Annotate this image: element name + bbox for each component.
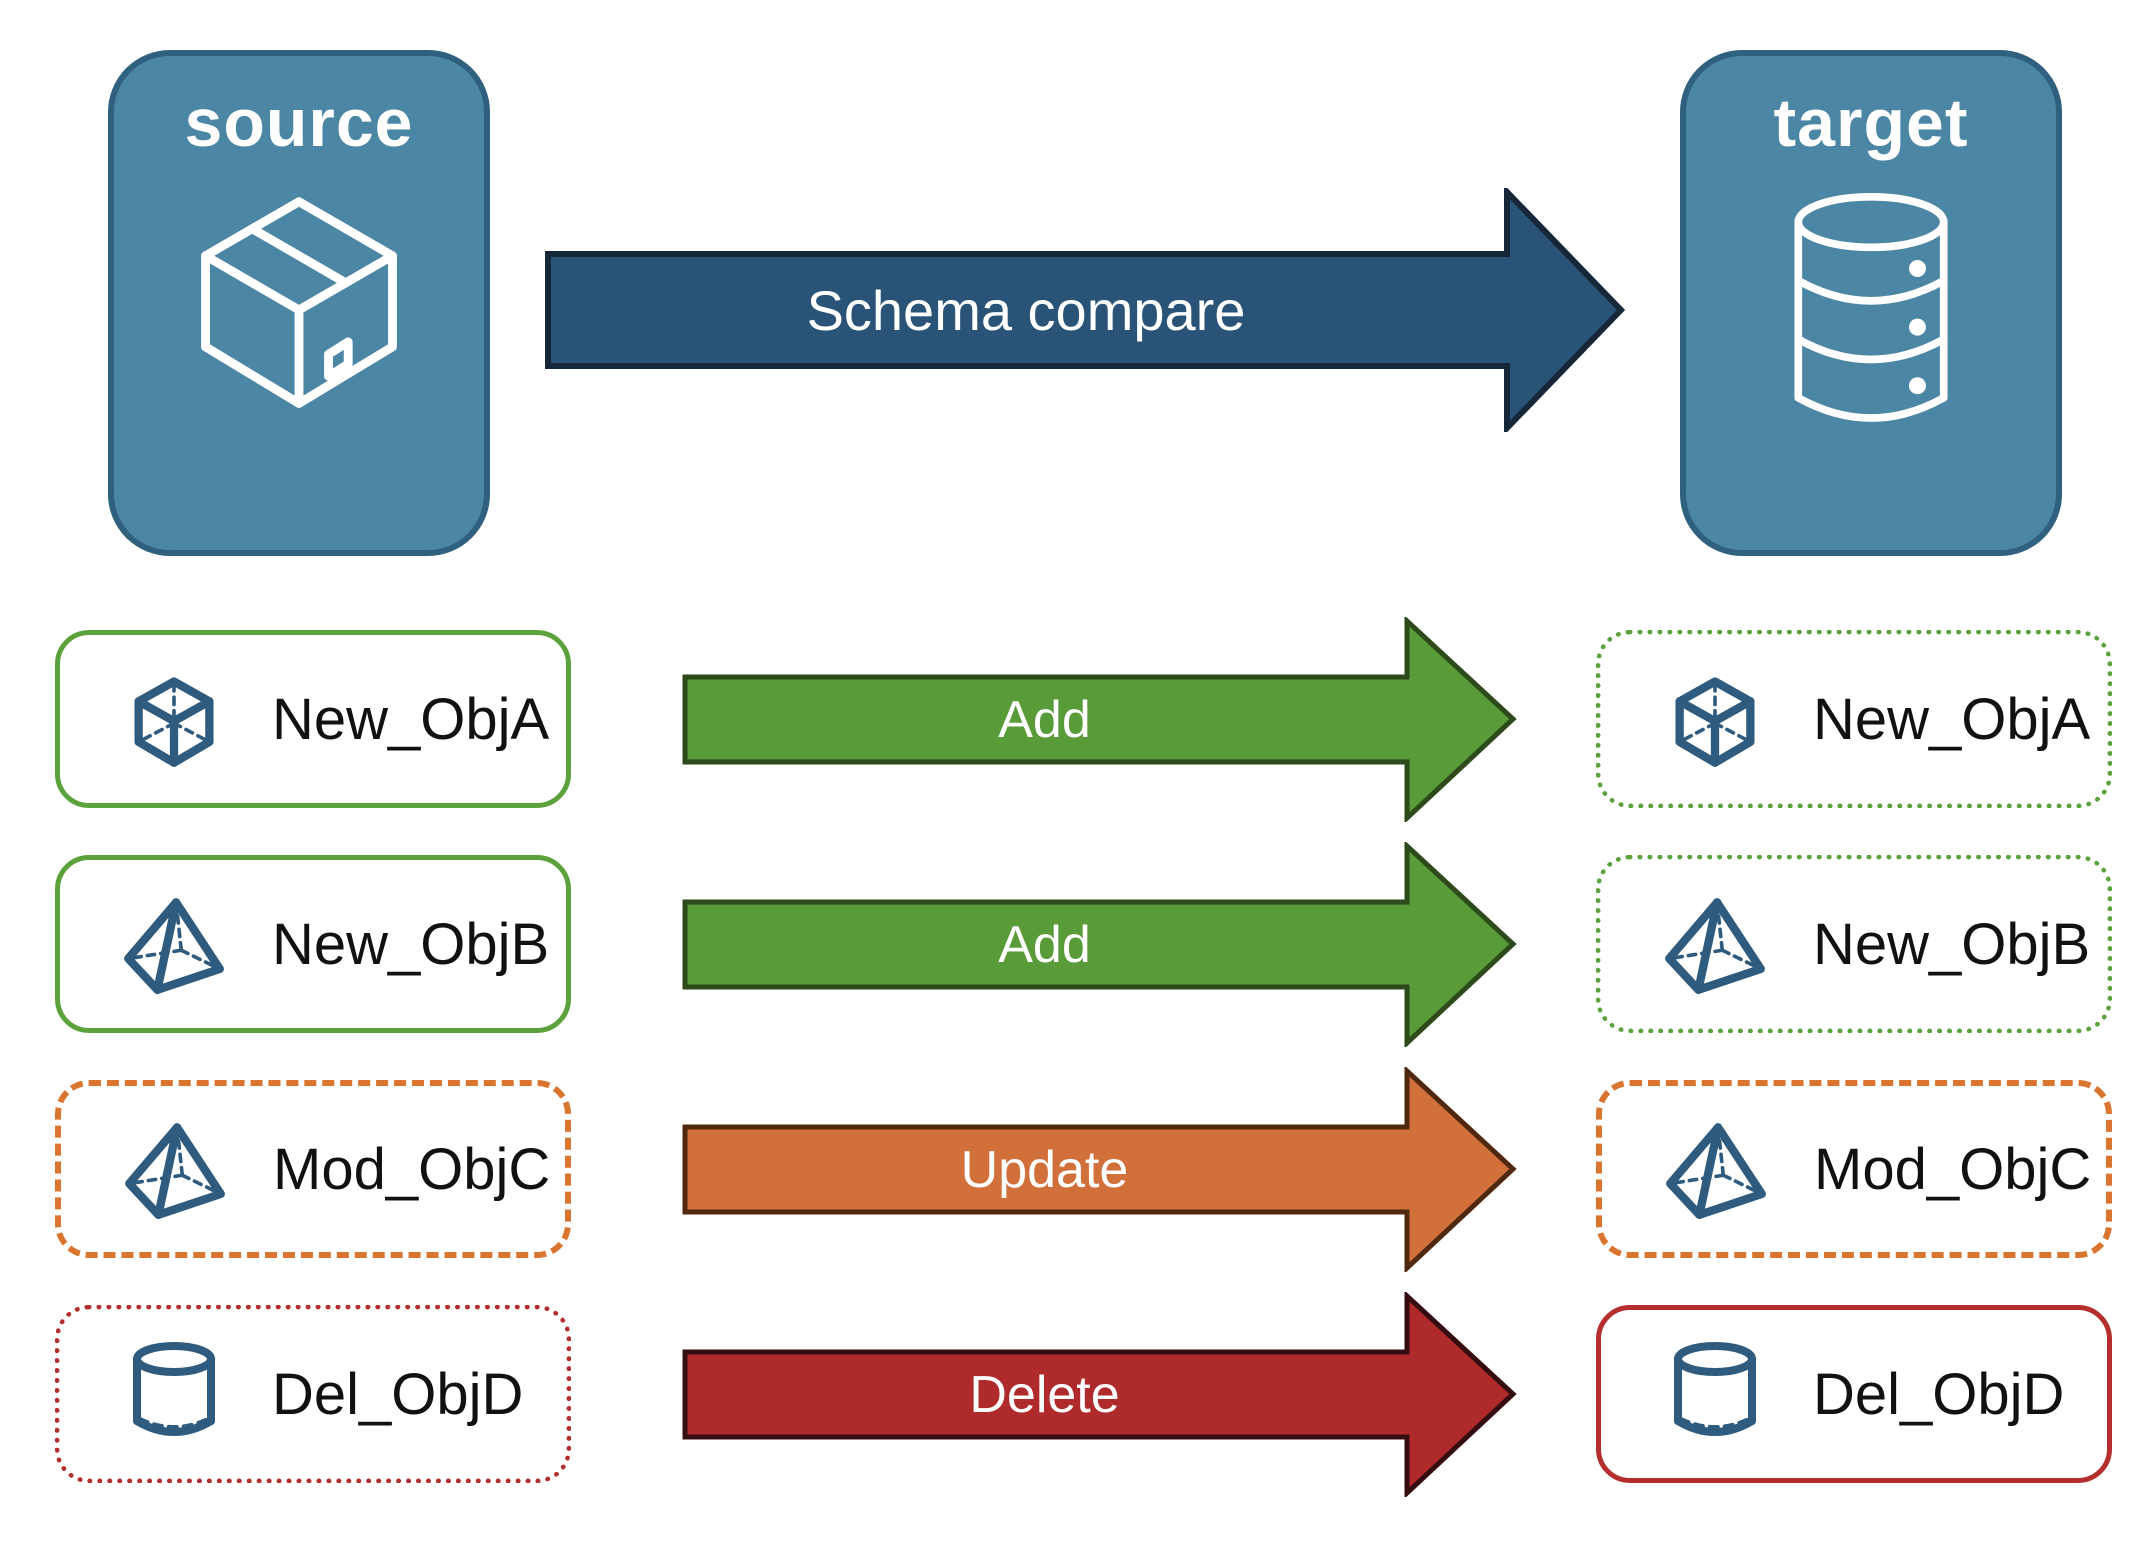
source-node: source: [108, 50, 490, 556]
source-object-mod-objc: Mod_ObjC: [55, 1080, 571, 1258]
schema-compare-label: Schema compare: [806, 278, 1246, 342]
object-label: New_ObjA: [1813, 686, 2091, 752]
source-object-del-objd: Del_ObjD: [55, 1305, 571, 1483]
pyramid-icon: [125, 1123, 225, 1219]
pyramid-icon: [1665, 898, 1765, 994]
database-icon: [1794, 192, 1948, 422]
add-arrow-label: Add: [998, 915, 1091, 974]
cylinder-icon: [1674, 1342, 1756, 1436]
object-label: New_ObjB: [272, 911, 550, 977]
object-label: New_ObjB: [1813, 911, 2091, 977]
source-title: source: [184, 85, 414, 161]
update-arrow-label: Update: [960, 1140, 1129, 1199]
pyramid-icon: [124, 898, 224, 994]
add-arrow-label: Add: [998, 690, 1091, 749]
target-title: target: [1773, 85, 1969, 161]
target-object-new-obja: New_ObjA: [1596, 630, 2112, 808]
target-object-del-objd: Del_ObjD: [1596, 1305, 2112, 1483]
object-label: Del_ObjD: [1813, 1361, 2065, 1427]
schema-compare-arrow: Schema compare: [545, 188, 1625, 432]
update-arrow-objc: Update: [682, 1067, 1517, 1272]
cube-icon: [134, 677, 214, 767]
pyramid-icon: [1666, 1123, 1766, 1219]
object-label: New_ObjA: [272, 686, 550, 752]
add-arrow-obja: Add: [682, 617, 1517, 822]
delete-arrow-objd: Delete: [682, 1292, 1517, 1497]
target-node: target: [1680, 50, 2062, 556]
cylinder-icon: [133, 1342, 215, 1436]
add-arrow-objb: Add: [682, 842, 1517, 1047]
target-object-mod-objc: Mod_ObjC: [1596, 1080, 2112, 1258]
object-label: Del_ObjD: [272, 1361, 524, 1427]
target-object-new-objb: New_ObjB: [1596, 855, 2112, 1033]
cube-icon: [1675, 677, 1755, 767]
package-icon: [201, 197, 397, 408]
delete-arrow-label: Delete: [969, 1365, 1120, 1424]
source-object-new-objb: New_ObjB: [55, 855, 571, 1033]
source-object-new-obja: New_ObjA: [55, 630, 571, 808]
object-label: Mod_ObjC: [273, 1136, 551, 1202]
object-label: Mod_ObjC: [1814, 1136, 2092, 1202]
